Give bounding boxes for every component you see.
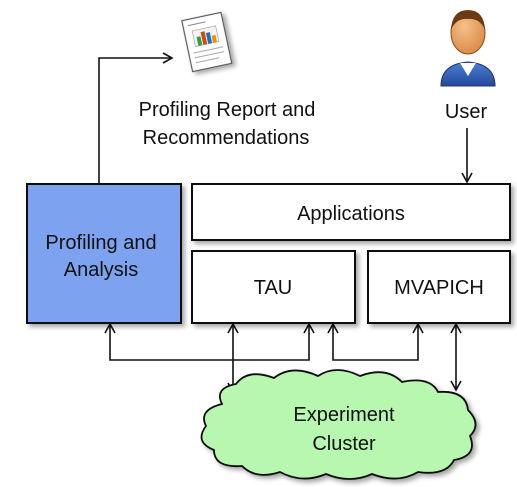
mvapich-label: MVAPICH xyxy=(394,277,484,299)
profiling-label-line2: Analysis xyxy=(64,259,138,281)
profiling-label-line1: Profiling and xyxy=(45,232,156,254)
cluster-cloud-shape xyxy=(200,369,477,480)
user-icon xyxy=(440,10,496,87)
report-label-line2: Recommendations xyxy=(143,127,310,149)
applications-rect xyxy=(191,183,511,241)
tau-box: TAU xyxy=(191,250,356,324)
cluster-label-line1: Experiment xyxy=(293,404,395,426)
profiling-tau-connector xyxy=(104,322,315,361)
tau-rect xyxy=(191,250,356,324)
report-arrow xyxy=(98,52,174,183)
mvapich-rect xyxy=(367,250,511,324)
tau-mvapich-connector xyxy=(327,322,424,361)
tau-label: TAU xyxy=(254,277,293,299)
report-document-icon xyxy=(181,11,233,73)
cluster-label-line2: Cluster xyxy=(312,433,376,455)
applications-label: Applications xyxy=(297,203,405,225)
mvapich-box: MVAPICH xyxy=(367,250,511,324)
user-label: User xyxy=(445,101,488,123)
profiling-analysis-rect xyxy=(26,183,182,324)
applications-box: Applications xyxy=(191,183,511,241)
profiling-analysis-box: Profiling and Analysis xyxy=(26,183,182,324)
report-label-line1: Profiling Report and xyxy=(139,99,316,121)
experiment-cluster-cloud: Experiment Cluster xyxy=(200,369,477,480)
